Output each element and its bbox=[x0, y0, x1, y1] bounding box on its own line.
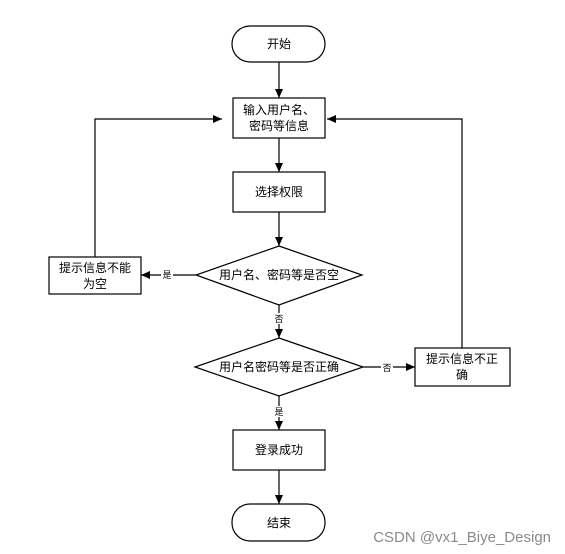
login-success-node bbox=[232, 429, 326, 471]
label-correct-yes: 是 bbox=[274, 407, 283, 418]
end-node bbox=[231, 503, 326, 542]
end-label: 结束 bbox=[267, 516, 291, 530]
nodes bbox=[48, 25, 511, 542]
check-correct-label: 用户名密码等是否正确 bbox=[219, 359, 339, 374]
wrong-tip-label-line1: 提示信息不正 bbox=[426, 351, 498, 366]
wrong-tip-node bbox=[414, 347, 511, 387]
start-node bbox=[231, 25, 326, 63]
edge-wrong-tip-loop bbox=[327, 115, 463, 348]
label-empty-yes: 是 bbox=[162, 270, 171, 281]
label-correct-no: 否 bbox=[382, 363, 391, 374]
input-node bbox=[232, 97, 326, 139]
edge-empty-tip-loop bbox=[94, 115, 222, 257]
input-label-line2: 密码等信息 bbox=[249, 118, 309, 133]
watermark-text: CSDN @vx1_Biye_Design bbox=[373, 529, 551, 546]
check-correct-diamond bbox=[193, 337, 365, 397]
empty-tip-label-line2: 为空 bbox=[83, 277, 107, 291]
select-permission-node bbox=[232, 171, 326, 213]
edge-labels: 是 否 否 是 bbox=[161, 269, 393, 418]
wrong-tip-label-line2: 确 bbox=[456, 368, 468, 382]
check-empty-diamond bbox=[194, 245, 364, 306]
input-label-line1: 输入用户名、 bbox=[243, 102, 315, 117]
empty-tip-label-line1: 提示信息不能 bbox=[59, 260, 131, 275]
select-permission-label: 选择权限 bbox=[255, 185, 303, 199]
label-empty-no: 否 bbox=[274, 314, 283, 325]
empty-tip-node bbox=[48, 256, 142, 295]
node-texts: 开始 输入用户名、 密码等信息 选择权限 用户名、密码等是否空 提示信息不能 为… bbox=[59, 37, 498, 530]
login-success-label: 登录成功 bbox=[255, 442, 303, 457]
start-label: 开始 bbox=[267, 37, 291, 51]
check-empty-label: 用户名、密码等是否空 bbox=[219, 267, 339, 282]
